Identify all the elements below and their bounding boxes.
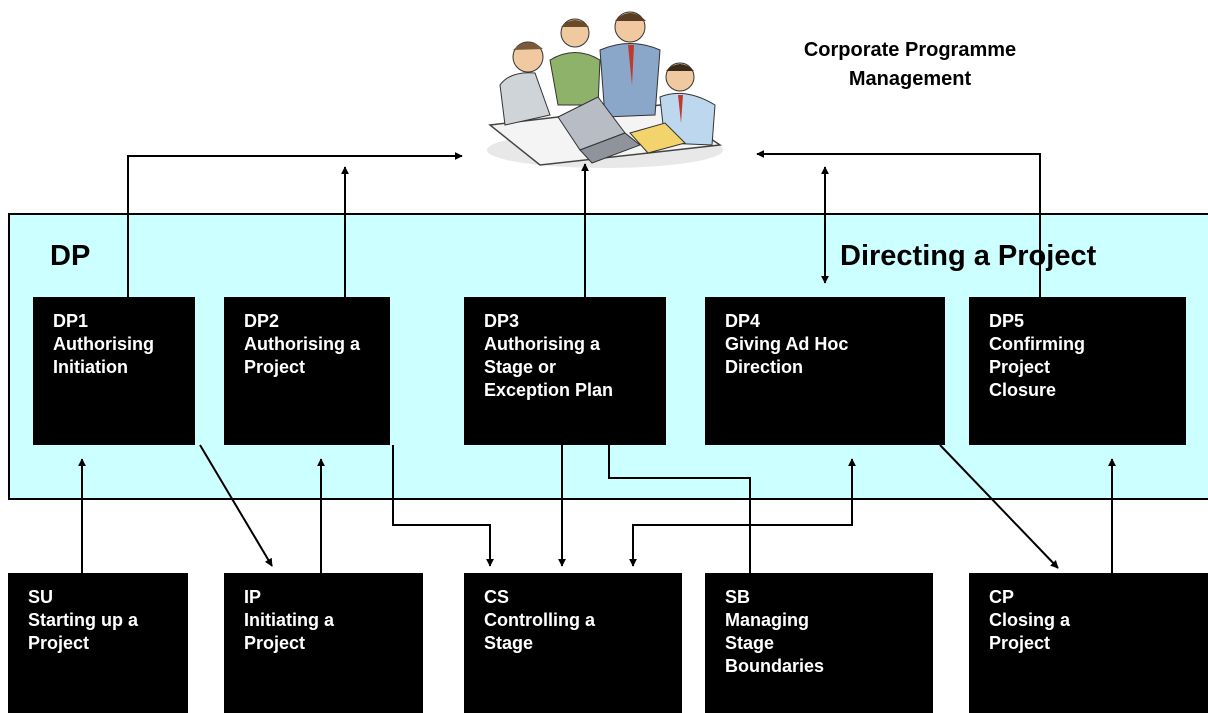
connector-dp1-to-corporate [127, 152, 463, 297]
process-name-line: Project [989, 633, 1051, 653]
process-name-line: Controlling a [484, 610, 595, 630]
process-box-sb[interactable]: SB Managing Stage Boundaries [705, 573, 933, 713]
connector-dp4-cs [629, 458, 856, 567]
connector-dp5-to-corporate [756, 150, 1041, 297]
process-box-cs[interactable]: CS Controlling a Stage [464, 573, 682, 713]
process-name-line: Authorising a [484, 334, 600, 354]
process-name-line: Exception Plan [484, 380, 614, 400]
process-box-dp5[interactable]: DP5 Confirming Project Closure [969, 297, 1186, 445]
process-code: CP [989, 587, 1015, 607]
process-code: DP5 [989, 311, 1025, 331]
connector-dp2-to-cs [392, 445, 494, 567]
directing-title: Directing a Project [840, 240, 1097, 272]
process-name-line: Closing a [989, 610, 1071, 630]
process-name-line: Closure [989, 380, 1057, 400]
process-code: IP [244, 587, 262, 607]
process-box-dp3[interactable]: DP3 Authorising a Stage or Exception Pla… [464, 297, 666, 445]
process-name-line: Authorising [53, 334, 154, 354]
process-box-su[interactable]: SU Starting up a Project [8, 573, 188, 713]
directing-abbr: DP [50, 240, 91, 272]
process-code: CS [484, 587, 510, 607]
process-name-line: Project [989, 357, 1051, 377]
connector-dp1-to-ip [199, 444, 273, 567]
business-team-clipart-icon [487, 11, 723, 168]
connector-dp3-to-sb [608, 445, 751, 573]
connector-dp4-to-cp [939, 444, 1059, 569]
process-code: DP2 [244, 311, 280, 331]
corporate-line-1: Corporate Programme [803, 39, 1017, 61]
process-code: SU [28, 587, 54, 607]
process-name-line: Initiating a [244, 610, 334, 630]
process-code: DP3 [484, 311, 520, 331]
corporate-line-2: Management [848, 68, 972, 90]
process-name-line: Direction [725, 357, 804, 377]
process-box-dp4[interactable]: DP4 Giving Ad Hoc Direction [705, 297, 945, 445]
process-box-cp[interactable]: CP Closing a Project [969, 573, 1208, 713]
process-name-line: Giving Ad Hoc [725, 334, 849, 354]
process-name-line: Initiation [53, 357, 128, 377]
process-name-line: Stage or [484, 357, 557, 377]
process-code: DP4 [725, 311, 761, 331]
process-name-line: Authorising a [244, 334, 360, 354]
process-name-line: Confirming [989, 334, 1085, 354]
process-name-line: Project [244, 633, 306, 653]
process-name-line: Managing [725, 610, 809, 630]
process-box-dp1[interactable]: DP1 Authorising Initiation [33, 297, 195, 445]
process-code: SB [725, 587, 751, 607]
process-code: DP1 [53, 311, 89, 331]
process-name-line: Boundaries [725, 656, 825, 676]
corporate-programme-management-label: Corporate Programme Management [700, 36, 1120, 94]
process-box-dp2[interactable]: DP2 Authorising a Project [224, 297, 390, 445]
process-name-line: Project [244, 357, 306, 377]
process-box-ip[interactable]: IP Initiating a Project [224, 573, 423, 713]
process-name-line: Stage [725, 633, 775, 653]
process-name-line: Stage [484, 633, 534, 653]
process-name-line: Starting up a [28, 610, 139, 630]
process-name-line: Project [28, 633, 90, 653]
